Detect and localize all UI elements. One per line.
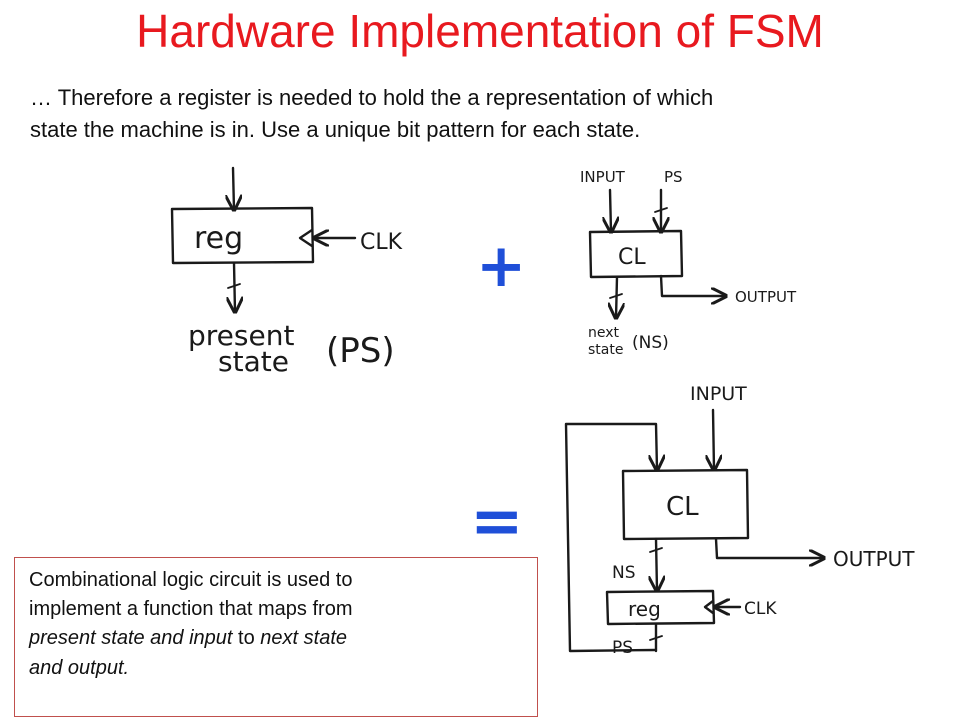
equals-operator: = [470, 485, 524, 559]
intro-line-1: … Therefore a register is needed to hold… [30, 85, 714, 110]
fsm-clk-label: CLK [744, 599, 777, 619]
callout-line-4: and output. [29, 654, 527, 683]
cl-input-label: INPUT [580, 168, 626, 186]
callout-line-3: present state and input to next state [29, 624, 527, 653]
clk-label: CLK [360, 230, 403, 255]
cl-output-arrow [659, 274, 726, 296]
fsm-cl-label: CL [666, 492, 699, 522]
register-diagram: reg CLK present state (PS) [170, 166, 403, 378]
cl-ps-label: PS [664, 168, 683, 186]
cl-input-arrow [610, 188, 611, 232]
fsm-cl-box [621, 468, 750, 541]
reg-bus-tick [227, 283, 241, 289]
reg-label: reg [194, 221, 243, 256]
callout-and-output: and output. [29, 656, 130, 679]
callout-next-state: next state [260, 627, 347, 650]
ps-abbrev: (PS) [326, 331, 395, 371]
page-title: Hardware Implementation of FSM [136, 5, 824, 57]
callout-line-2: implement a function that maps from [29, 598, 353, 621]
cl-output-label: OUTPUT [735, 288, 797, 306]
reg-box [170, 206, 315, 265]
callout-to: to [232, 627, 261, 650]
intro-text: … Therefore a register is needed to hold… [30, 82, 950, 146]
fsm-output-arrow [714, 537, 824, 558]
fsm-ns-arrow [656, 537, 657, 591]
ns-abbrev: (NS) [632, 333, 669, 353]
cl-next-arrow [616, 275, 617, 318]
cl-box [588, 229, 684, 279]
callout-box: Combinational logic circuit is used to i… [14, 557, 538, 717]
plus-operator: + [476, 231, 527, 301]
cl-next-tick [609, 293, 623, 299]
fsm-input-label: INPUT [690, 383, 747, 405]
cl-diagram: INPUT PS CL OUTPUT next state (NS) [580, 168, 797, 358]
state-label: state [218, 345, 289, 378]
callout-line-1: Combinational logic circuit is used to [29, 569, 353, 591]
fsm-input-arrow [713, 408, 714, 470]
cl-ps-tick [654, 207, 668, 213]
reg-input-arrow [233, 166, 234, 210]
feedback-path [564, 422, 657, 653]
fsm-ns-label: NS [612, 563, 636, 583]
next-label: next [588, 325, 620, 341]
fsm-diagram: INPUT CL OUTPUT NS reg CLK PS [564, 383, 915, 658]
fsm-ps-label: PS [612, 638, 633, 658]
reg-output-arrow [234, 261, 235, 312]
fsm-reg-box [605, 589, 716, 626]
cl-label: CL [618, 245, 646, 270]
state-label-2: state [588, 342, 623, 358]
fsm-ps-tick [649, 635, 663, 641]
present-label: present [188, 319, 294, 352]
fsm-ns-tick [649, 547, 663, 553]
fsm-output-label: OUTPUT [833, 547, 915, 571]
intro-line-2: state the machine is in. Use a unique bi… [30, 116, 641, 142]
fsm-reg-label: reg [628, 597, 661, 621]
clock-triangle-icon [298, 228, 314, 248]
fsm-clock-triangle-icon [703, 599, 715, 615]
callout-present-state-input: present state and input [29, 627, 233, 650]
